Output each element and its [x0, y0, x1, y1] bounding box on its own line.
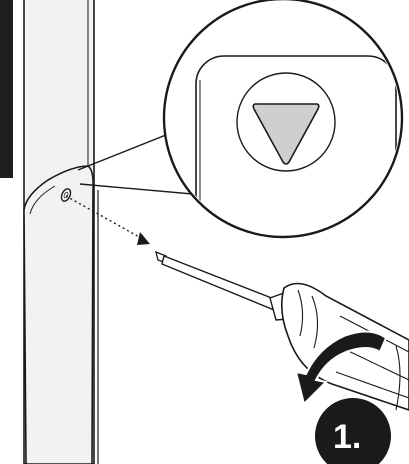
step-badge: 1. — [315, 398, 391, 464]
handle-grip-ridge-5 — [335, 371, 409, 399]
step-badge-circle — [315, 398, 391, 464]
dark-side-panel — [0, 0, 13, 178]
screwdriver-shaft — [161, 255, 283, 313]
handle-grip-ridge-2 — [311, 295, 319, 349]
triangle-down-icon — [252, 103, 320, 165]
direction-dotted-line — [65, 195, 142, 239]
screw-hole-icon — [60, 188, 72, 202]
rotation-arrow-icon — [294, 330, 388, 406]
handle-back-edge — [395, 345, 401, 411]
handle-grip-ridge-1 — [297, 289, 304, 337]
magnifier-callout — [162, 0, 404, 239]
bracket-plate — [23, 165, 94, 464]
bracket-plate-fold — [29, 185, 56, 215]
step-number: 1. — [333, 418, 361, 456]
direction-arrowhead-icon — [137, 232, 150, 245]
rotation-arrow-body — [294, 330, 388, 406]
